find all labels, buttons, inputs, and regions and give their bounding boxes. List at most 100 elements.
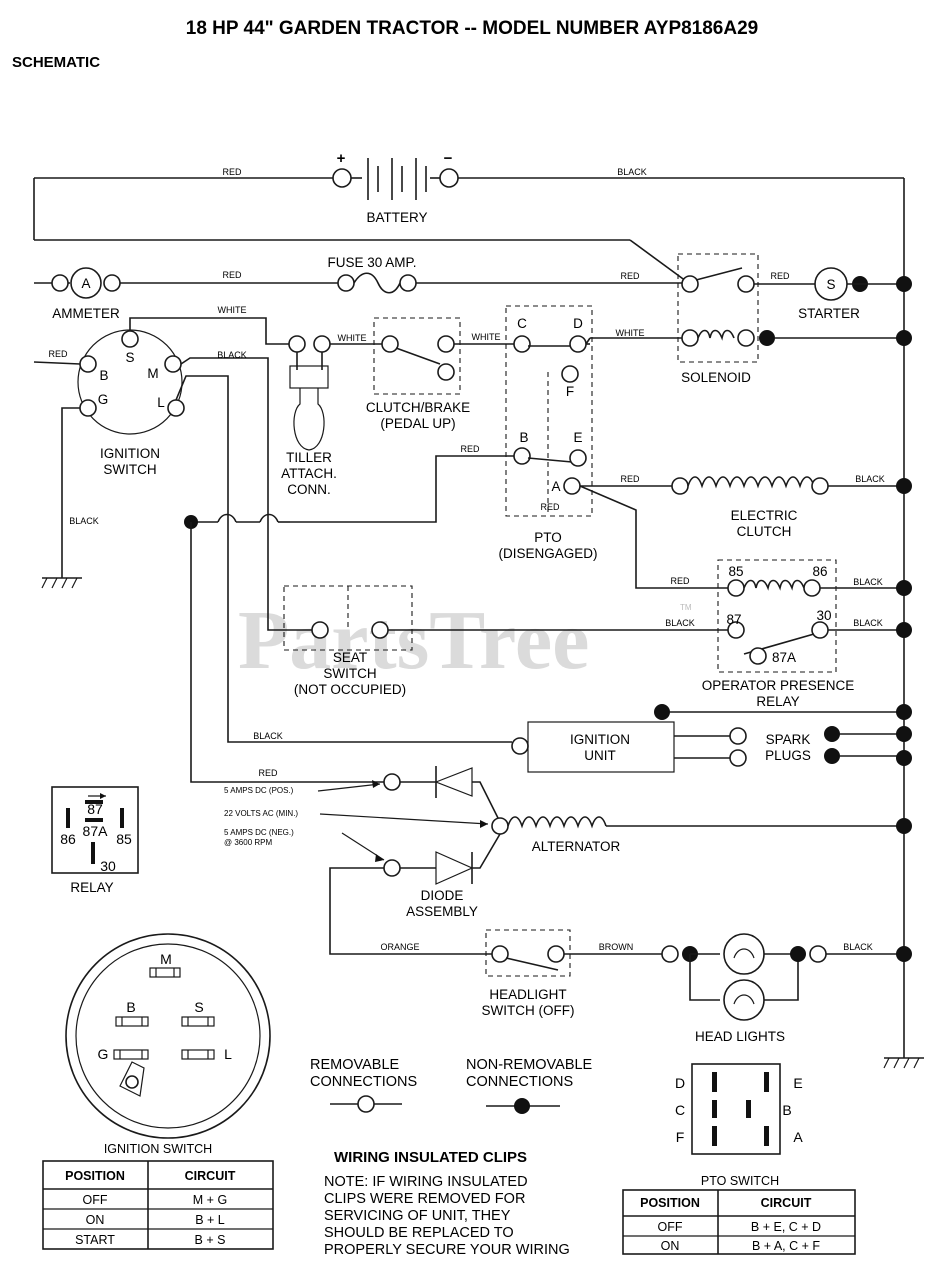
wire-label-white: WHITE <box>338 333 367 343</box>
pto-table: PTO SWITCH POSITION CIRCUIT OFF B + E, C… <box>622 1174 856 1255</box>
legend-nonremovable-1: NON-REMOVABLE <box>466 1057 593 1073</box>
wire-label-black: BLACK <box>853 577 883 587</box>
tiller-label-3: CONN. <box>287 482 331 497</box>
clips-heading: WIRING INSULATED CLIPS <box>334 1149 527 1166</box>
solenoid-label: SOLENOID <box>681 370 751 385</box>
ign-detail-g: G <box>98 1046 109 1062</box>
relay-detail-30: 30 <box>100 858 116 874</box>
pto-table-cell: OFF <box>658 1220 683 1234</box>
ign-pin-g: G <box>98 392 109 407</box>
headlight-switch-label-1: HEADLIGHT <box>489 987 566 1002</box>
pto-detail-d: D <box>675 1075 685 1091</box>
wire-label-brown: BROWN <box>599 942 634 952</box>
seat-switch-label-3: (NOT OCCUPIED) <box>294 682 406 697</box>
ammeter-symbol: A <box>81 276 90 291</box>
relay-detail-87: 87 <box>87 801 103 817</box>
wire-label-white: WHITE <box>616 328 645 338</box>
ign-detail-m: M <box>160 951 172 967</box>
pto-pin-d: D <box>573 316 583 331</box>
wire-label-white: WHITE <box>218 305 247 315</box>
relay-pin-87a: 87A <box>772 650 796 665</box>
ignition-switch-detail: M B S G L <box>65 933 271 1139</box>
wire-label-black: BLACK <box>855 474 885 484</box>
pto-label-2: (DISENGAGED) <box>498 546 597 561</box>
alt-note-1: 5 AMPS DC (POS.) <box>224 786 294 795</box>
battery: + − BATTERY RED BLACK <box>33 150 904 285</box>
alt-note-4: @ 3600 RPM <box>224 838 272 847</box>
clips-line: NOTE: IF WIRING INSULATED <box>324 1174 528 1190</box>
wire-label-black: BLACK <box>843 942 873 952</box>
pto-table-cell: B + A, C + F <box>752 1239 820 1253</box>
pto-table-header-circuit: CIRCUIT <box>761 1196 812 1210</box>
wire-label-white: WHITE <box>472 332 501 342</box>
wire-label-red: RED <box>222 167 242 177</box>
ammeter-label: AMMETER <box>52 306 120 321</box>
pto-switch: C D F B E A PTO (DISENGAGED) RED RED RED <box>184 305 598 783</box>
pto-detail-f: F <box>676 1129 685 1145</box>
wire-label-orange: ORANGE <box>380 942 419 952</box>
ground-bus <box>883 178 924 1069</box>
tiller-label-1: TILLER <box>286 450 332 465</box>
legend-removable-2: CONNECTIONS <box>310 1074 417 1090</box>
ign-pin-l: L <box>157 395 165 410</box>
ignition-unit-label-2: UNIT <box>584 748 616 763</box>
pto-pin-b: B <box>519 430 528 445</box>
ign-pin-b: B <box>99 368 108 383</box>
operator-presence-relay: 85 86 87 30 87A OPERATOR PRESENCE RELAY … <box>388 559 912 709</box>
clutch-brake-label-1: CLUTCH/BRAKE <box>366 400 470 415</box>
relay-pin-85: 85 <box>728 564 743 579</box>
opr-label-1: OPERATOR PRESENCE <box>702 678 855 693</box>
diode-label-2: ASSEMBLY <box>406 904 478 919</box>
seat-switch-label-1: SEAT <box>333 650 367 665</box>
watermark-tm: TM <box>680 603 692 612</box>
diode-label-1: DIODE <box>421 888 464 903</box>
starter-label: STARTER <box>798 306 860 321</box>
ignition-unit: IGNITION UNIT SPARK PLUGS <box>511 704 912 773</box>
relay-detail-86: 86 <box>60 831 76 847</box>
wire-label-red: RED <box>620 474 640 484</box>
electric-clutch-label-1: ELECTRIC <box>731 508 798 523</box>
tiller-connector: TILLER ATTACH. CONN. WHITE <box>281 333 382 497</box>
alternator: ALTERNATOR DIODE ASSEMBLY ORANGE 5 AMPS … <box>224 766 912 955</box>
ign-table-cell: B + L <box>195 1213 225 1227</box>
relay-detail-label: RELAY <box>70 880 113 895</box>
ign-table-cell: START <box>75 1233 115 1247</box>
pto-switch-detail: D E C B F A <box>675 1063 803 1155</box>
relay-pin-87: 87 <box>726 612 741 627</box>
alt-note-3: 5 AMPS DC (NEG.) <box>224 828 294 837</box>
wire-label-red: RED <box>540 502 560 512</box>
alternator-label: ALTERNATOR <box>532 839 621 854</box>
legend-nonremovable-2: CONNECTIONS <box>466 1074 573 1090</box>
wire-label-black: BLACK <box>217 350 247 360</box>
page-subtitle: SCHEMATIC <box>12 54 100 71</box>
wire-label-red: RED <box>670 576 690 586</box>
pto-table-header-position: POSITION <box>640 1196 700 1210</box>
wire-label-red: RED <box>620 271 640 281</box>
seat-switch-label-2: SWITCH <box>323 666 376 681</box>
pto-table-caption: PTO SWITCH <box>701 1174 779 1188</box>
wire-label-red: RED <box>770 271 790 281</box>
clutch-brake-label-2: (PEDAL UP) <box>380 416 455 431</box>
electric-clutch: ELECTRIC CLUTCH RED BLACK RED <box>579 474 912 589</box>
wire-label-black: BLACK <box>665 618 695 628</box>
page-title: 18 HP 44" GARDEN TRACTOR -- MODEL NUMBER… <box>186 18 758 39</box>
pto-pin-f: F <box>566 384 574 399</box>
pto-detail-a: A <box>793 1129 803 1145</box>
ignition-table-caption: IGNITION SWITCH <box>104 1142 212 1156</box>
clips-line: CLIPS WERE REMOVED FOR <box>324 1191 525 1207</box>
headlight-switch-label-2: SWITCH (OFF) <box>482 1003 575 1018</box>
starter-circuit: A AMMETER FUSE 30 AMP. RED RED RED S STA… <box>34 255 912 321</box>
wire-label-black: BLACK <box>253 731 283 741</box>
clips-line: PROPERLY SECURE YOUR WIRING <box>324 1242 570 1258</box>
wire-label-red: RED <box>222 270 242 280</box>
ign-table-cell: B + S <box>195 1233 226 1247</box>
ign-detail-s: S <box>194 999 203 1015</box>
starter-symbol: S <box>826 277 835 292</box>
watermark: PartsTree <box>238 594 589 687</box>
ignition-switch: S B M G L IGNITION SWITCH RED BLACK WHIT… <box>33 305 512 743</box>
pto-detail-b: B <box>782 1102 791 1118</box>
battery-label: BATTERY <box>366 210 427 225</box>
ign-table-cell: ON <box>86 1213 105 1227</box>
wire-label-black: BLACK <box>853 618 883 628</box>
